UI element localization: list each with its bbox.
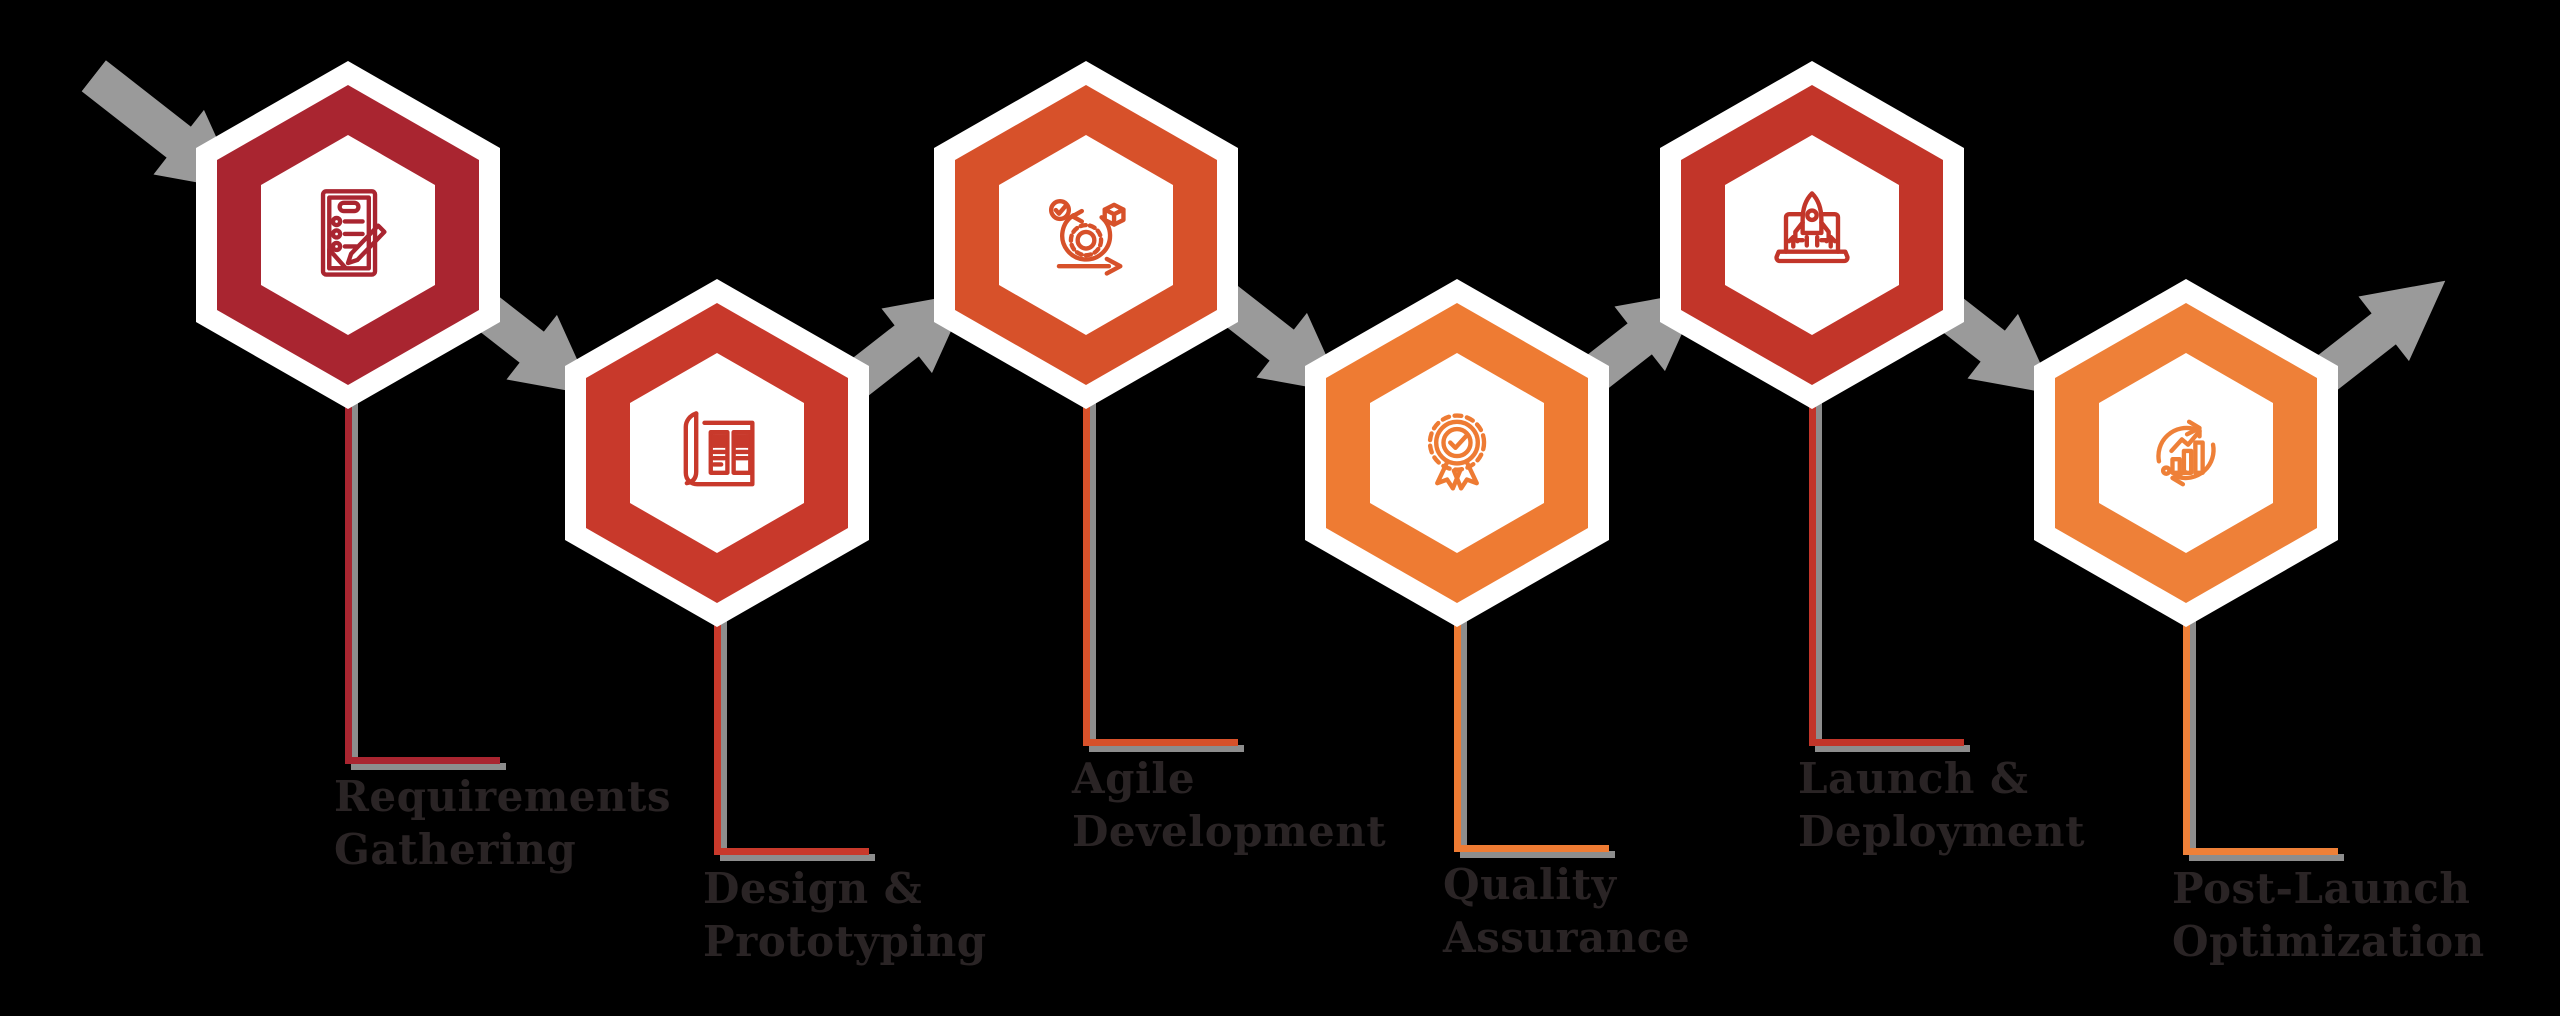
connector-shadow-horizontal <box>1088 745 1244 752</box>
step-label-line2: Gathering <box>334 825 577 874</box>
step-label-line2: Optimization <box>2172 917 2485 966</box>
connector-shadow-horizontal <box>350 763 506 770</box>
step-label-line1: Agile <box>1072 754 1196 803</box>
connector-line-vertical <box>713 601 721 855</box>
connector-line-horizontal <box>1082 739 1238 746</box>
connector-shadow-horizontal <box>2188 854 2344 861</box>
step-label: Requirements Gathering <box>334 770 671 876</box>
document-checklist-pencil-icon <box>296 183 400 287</box>
award-ribbon-check-icon <box>1405 401 1509 505</box>
step-label-line2: Development <box>1072 807 1387 856</box>
blueprint-wireframe-icon <box>665 401 769 505</box>
connector-shadow-vertical <box>1814 389 1822 752</box>
laptop-rocket-launch-icon <box>1760 183 1864 287</box>
step-label: Design & Prototyping <box>703 862 987 968</box>
laptop-rocket-launch-icon <box>1774 191 1850 264</box>
step-label-line1: Post-Launch <box>2172 864 2471 913</box>
step-label: Agile Development <box>1072 752 1386 858</box>
connector-shadow-horizontal <box>1459 851 1615 858</box>
step-label: Launch & Deployment <box>1798 752 2085 858</box>
document-checklist-pencil-icon <box>320 189 387 277</box>
analytics-cycle-chart-icon <box>2156 419 2216 487</box>
step-label-line1: Design & <box>703 864 923 913</box>
award-ribbon-check-icon <box>1427 413 1487 491</box>
connector-line-horizontal <box>1808 739 1964 746</box>
connector-shadow-vertical <box>719 607 727 861</box>
connector-shadow-vertical <box>1088 389 1096 752</box>
step-label-line1: Quality <box>1443 860 1617 909</box>
connector-line-horizontal <box>344 757 500 764</box>
step-label: Quality Assurance <box>1443 858 1690 964</box>
connector-line-vertical <box>1453 601 1461 852</box>
step-label: Post-Launch Optimization <box>2172 862 2485 968</box>
agile-sprint-gear-icon <box>1048 199 1126 276</box>
connector-shadow-horizontal <box>1814 745 1970 752</box>
step-label-line2: Deployment <box>1798 807 2085 856</box>
connector-line-vertical <box>1808 383 1816 746</box>
connector-shadow-vertical <box>1459 607 1467 858</box>
connector-shadow-horizontal <box>719 854 875 861</box>
connector-line-vertical <box>344 383 352 764</box>
connector-line-horizontal <box>2182 848 2338 855</box>
connector-line-vertical <box>2182 601 2190 855</box>
connector-line-horizontal <box>1453 845 1609 852</box>
step-label-line2: Prototyping <box>703 917 987 966</box>
step-label-line1: Launch & <box>1798 754 2029 803</box>
connector-shadow-vertical <box>350 389 358 770</box>
blueprint-wireframe-icon <box>683 411 755 487</box>
agile-sprint-gear-icon <box>1034 183 1138 287</box>
analytics-cycle-chart-icon <box>2134 401 2238 505</box>
step-label-line1: Requirements <box>334 772 672 821</box>
connector-line-vertical <box>1082 383 1090 746</box>
connector-shadow-vertical <box>2188 607 2196 861</box>
connector-line-horizontal <box>713 848 869 855</box>
step-label-line2: Assurance <box>1443 913 1691 962</box>
